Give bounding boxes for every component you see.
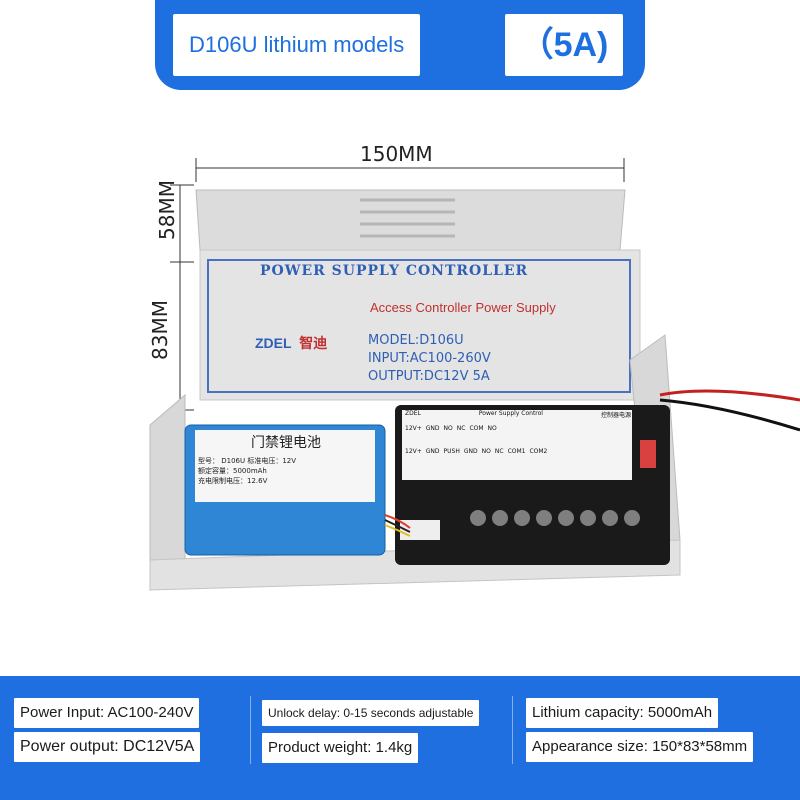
spec-size: Appearance size: 150*83*58mm (526, 732, 754, 762)
terminal-label: NO (487, 425, 497, 432)
terminal-label: 12V+ (405, 425, 422, 432)
terminal-label: NO (443, 425, 453, 432)
board-brand: ZDEL (405, 410, 421, 417)
width-dimension: 150MM (360, 142, 433, 166)
terminal-label: COM1 (507, 448, 526, 455)
cover-front (199, 249, 641, 401)
status-led (640, 440, 656, 468)
terminal-label: GND (425, 448, 440, 455)
device-input: INPUT:AC100-260V (368, 351, 491, 366)
vent-slots (360, 198, 455, 238)
current-rating: （5A) (505, 14, 623, 76)
label-frame (207, 259, 631, 393)
terminal-label: NC (494, 448, 504, 455)
spec-divider (512, 696, 513, 764)
brand-logo: ZDEL 智迪 (255, 333, 327, 353)
spec-footer: Power Input: AC100-240V Power output: DC… (0, 676, 800, 800)
battery-label-line1: 型号： D106U 标准电压：12V (198, 457, 297, 465)
brand-name-cn: 智迪 (299, 335, 328, 351)
battery-label-line2: 额定容量：5000mAh (198, 467, 267, 475)
battery-wires (384, 514, 411, 537)
device-subtitle: Access Controller Power Supply (370, 300, 556, 315)
terminal-screws (470, 510, 640, 526)
device-title: POWER SUPPLY CONTROLLER (260, 263, 529, 279)
spec-divider (250, 696, 251, 764)
terminal-label: 12V+ (405, 448, 422, 455)
spec-power-output: Power output: DC12V5A (14, 732, 201, 762)
terminal-label: NC (456, 425, 466, 432)
red-wire (659, 389, 800, 402)
spec-unlock-delay: Unlock delay: 0-15 seconds adjustable (262, 700, 480, 726)
board-title-cn: 控制器电源 (600, 412, 631, 419)
spec-weight: Product weight: 1.4kg (262, 733, 419, 763)
terminal-label: PUSH (443, 448, 460, 455)
terminal-row-2: 12V+ GND PUSH GND NO NC COM1 COM2 (405, 448, 631, 455)
terminal-label: COM (469, 425, 484, 432)
black-wire (659, 398, 800, 432)
spec-power-input: Power Input: AC100-240V (14, 698, 200, 728)
terminal-label: GND (463, 448, 478, 455)
device-model: MODEL:D106U (368, 333, 464, 348)
height-dimension: 83MM (147, 300, 172, 360)
model-title: D106U lithium models (173, 14, 421, 76)
dimension-lines (170, 158, 625, 411)
spec-capacity: Lithium capacity: 5000mAh (526, 698, 719, 728)
board-label (402, 410, 632, 480)
brand-name: ZDEL (255, 335, 292, 351)
battery-label-sticker (195, 430, 375, 502)
board-label-text: ZDEL Power Supply Control 控制器电源 12V+ GND… (405, 410, 631, 455)
battery-label-line3: 充电限制电压：12.6V (198, 477, 268, 485)
top-banner: D106U lithium models （5A) (155, 0, 645, 90)
battery-label-title: 门禁锂电池 (251, 435, 321, 451)
depth-dimension: 58MM (154, 180, 179, 240)
board-title: Power Supply Control (478, 410, 543, 417)
terminal-label: NO (481, 448, 491, 455)
terminal-row-1: 12V+ GND NO NC COM NO (405, 425, 631, 432)
terminal-label: GND (425, 425, 440, 432)
battery-label-text: 门禁锂电池 型号： D106U 标准电压：12V 额定容量：5000mAh 充电… (198, 432, 374, 486)
device-output: OUTPUT:DC12V 5A (368, 369, 490, 384)
terminal-label: COM2 (529, 448, 548, 455)
